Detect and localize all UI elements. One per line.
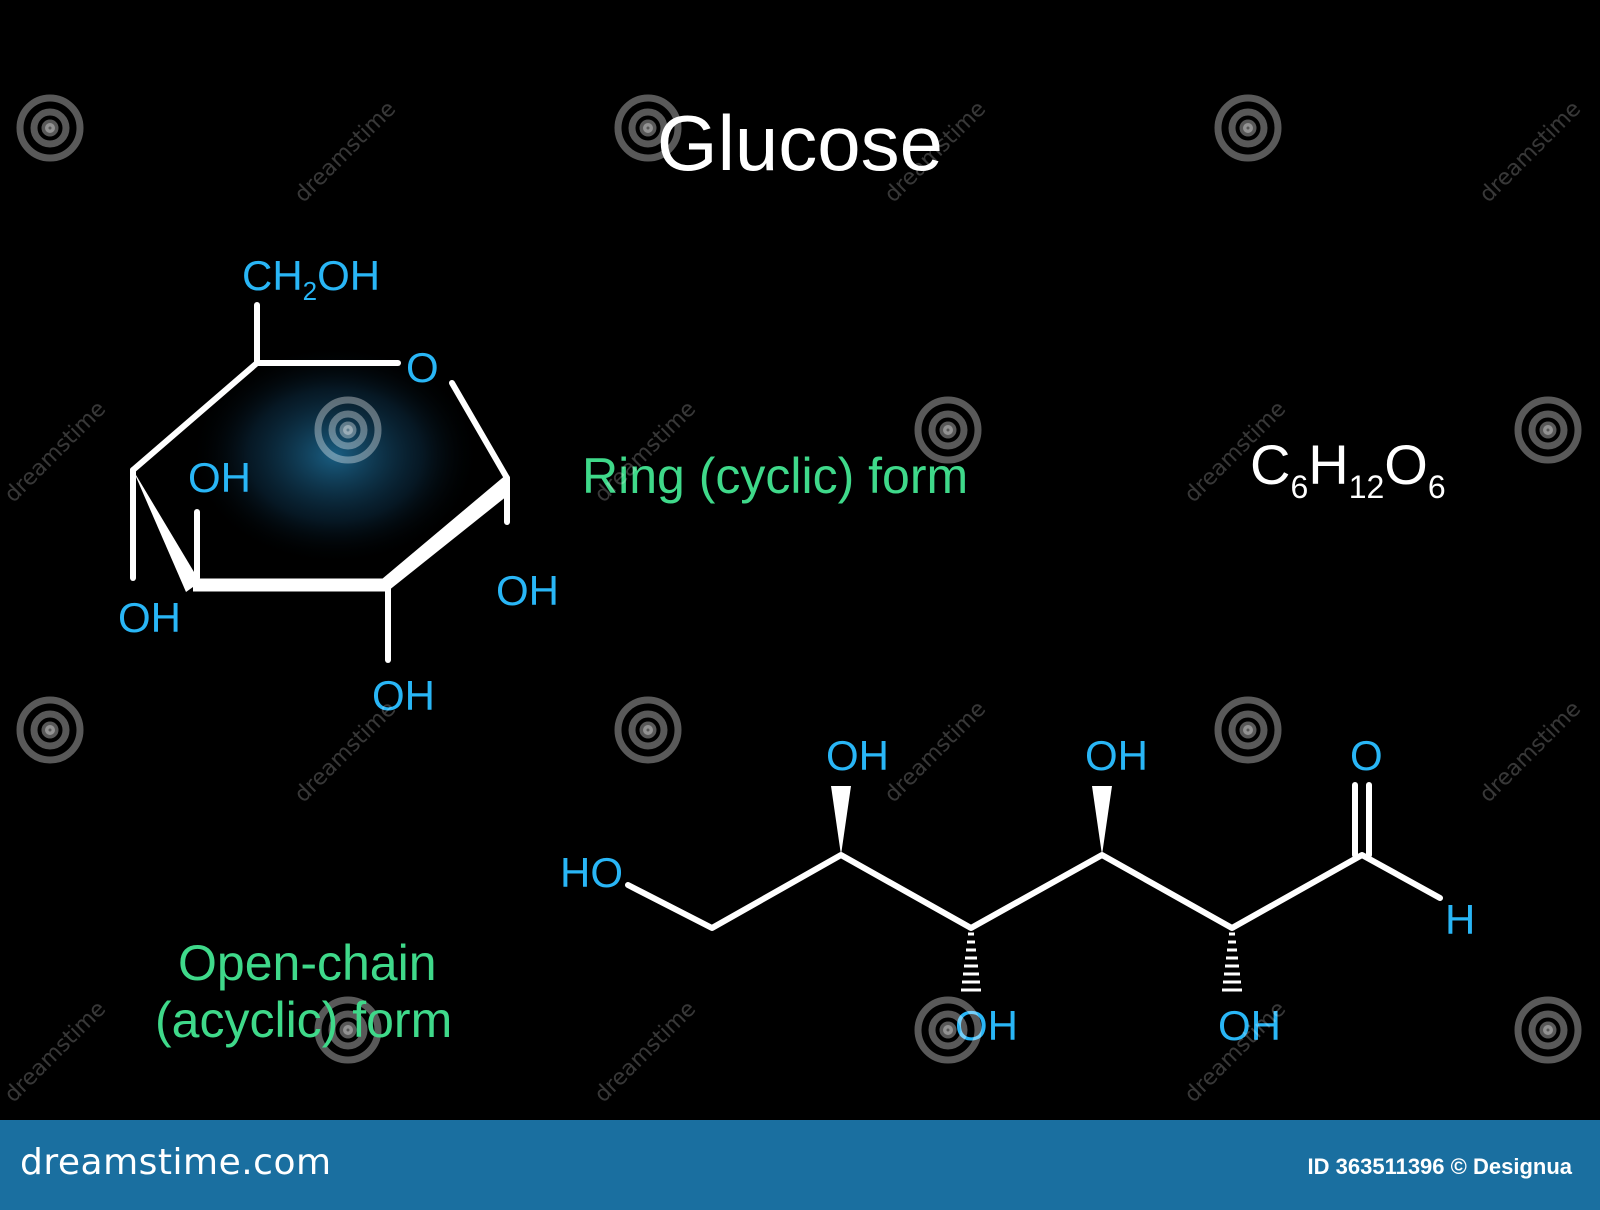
diagram-title: Glucose (656, 99, 944, 187)
open-chain-label-line2: (acyclic) form (155, 992, 453, 1048)
ring-glow (190, 345, 480, 565)
hash-bottom-1 (961, 932, 981, 992)
watermark-spirals (16, 94, 1582, 1064)
bond-o-c1 (449, 380, 510, 481)
chain-oh-top1-label: OH (826, 732, 889, 779)
chain-oh-bot1-label: OH (955, 1002, 1018, 1049)
chain-h-label: H (1445, 896, 1475, 943)
wedge-top-1 (831, 786, 851, 855)
open-chain-label-line1: Open-chain (178, 935, 437, 991)
ring-structure (130, 302, 510, 663)
chain-o-label: O (1350, 732, 1383, 779)
ring-oh-c1-label: OH (496, 567, 559, 614)
chain-ho-label: HO (560, 849, 623, 896)
ring-form-label: Ring (cyclic) form (582, 448, 969, 504)
wedge-c2-c1 (382, 474, 507, 591)
ring-oh-c3-label: OH (188, 454, 251, 501)
bond-c5-c4 (130, 360, 260, 473)
carbon-backbone (625, 852, 1443, 931)
ring-ch2oh-label: CH2OH (242, 252, 380, 306)
footer-bar: dreamstime.com ID 363511396 © Designua (0, 1120, 1600, 1210)
footer-brand[interactable]: dreamstime.com (20, 1142, 332, 1183)
wedge-top-2 (1092, 786, 1112, 855)
diagram-canvas: Glucose (0, 94, 1586, 1108)
chain-oh-bot2-label: OH (1218, 1002, 1281, 1049)
ring-o-label: O (406, 344, 439, 391)
chain-oh-top2-label: OH (1085, 732, 1148, 779)
molecule-drawings: CH2OH O OH OH OH OH HO OH OH O H OH OH (16, 94, 1582, 1064)
hash-bottom-2 (1222, 932, 1242, 992)
molecular-formula: C6H12O6 (1250, 433, 1446, 505)
ring-oh-c4-label: OH (118, 594, 181, 641)
chain-structure (625, 782, 1443, 992)
wedge-c4-c3 (133, 470, 200, 592)
ring-oh-c2-label: OH (372, 672, 435, 719)
footer-credit: ID 363511396 © Designua (1307, 1154, 1572, 1179)
atom-labels: CH2OH O OH OH OH OH HO OH OH O H OH OH (118, 252, 1475, 1049)
